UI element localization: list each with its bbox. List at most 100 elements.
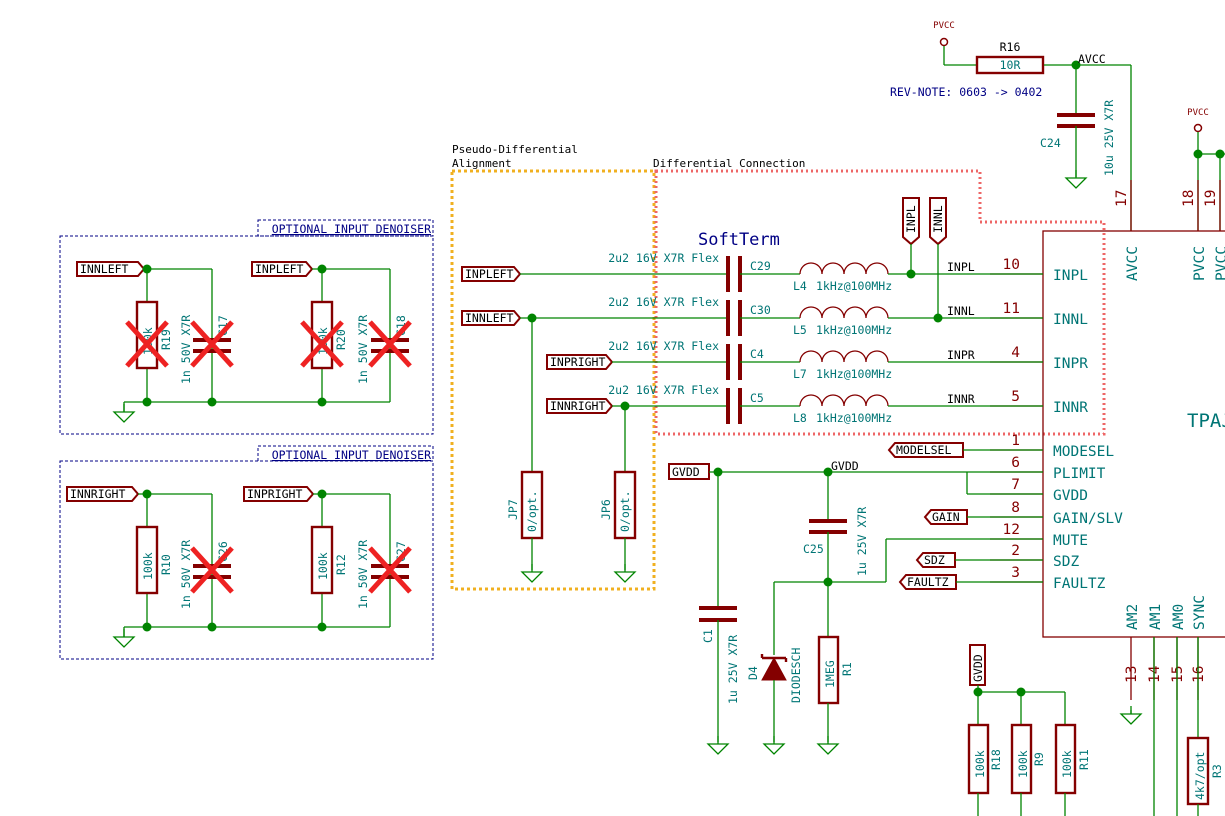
- ic-pin-5-number: 5: [1011, 389, 1020, 405]
- label-inpl-text: INPL: [904, 205, 918, 233]
- ic-pin-2-name: SDZ: [1053, 554, 1079, 570]
- ic-pin-6-name: PLIMIT: [1053, 466, 1106, 482]
- ic-pin-3-name: FAULTZ: [1053, 576, 1106, 592]
- ic-pin-12-name: MUTE: [1053, 533, 1088, 549]
- R11: 100k R11: [1054, 723, 1091, 816]
- R12-ref: R12: [334, 554, 348, 575]
- denoiser-title-2: OPTIONAL INPUT DENOISER: [272, 448, 431, 462]
- R3: 4k7/opt R3: [1186, 736, 1224, 816]
- D4-value: DIODESCH: [789, 648, 803, 703]
- denoiser-title-1: OPTIONAL INPUT DENOISER: [272, 222, 431, 236]
- R18-value: 100k: [973, 750, 987, 778]
- ic-pin-8-number: 8: [1011, 500, 1020, 516]
- C29-ref: C29: [750, 259, 771, 273]
- L8-ref: L8: [793, 411, 807, 425]
- R12: 100k R12: [310, 525, 348, 595]
- diff-frame: Differential Connection: [653, 157, 1106, 436]
- label-inpleft-mid-text: INPLEFT: [465, 267, 514, 281]
- R16: R16 10R: [975, 40, 1045, 75]
- ic-pin-5-name: INNR: [1053, 400, 1088, 416]
- C4-value: 2u2 16V X7R Flex: [608, 339, 719, 353]
- label-inpright-d2: [243, 486, 315, 502]
- gvdd-label: GVDD: [668, 463, 710, 480]
- R12-value: 100k: [316, 552, 330, 580]
- JP7-value: 0/opt.: [525, 490, 539, 532]
- ic-pin-12-number: 12: [1003, 522, 1020, 538]
- label-innleft-mid: INNLEFT: [461, 310, 522, 326]
- L7-value: 1kHz@100MHz: [816, 367, 892, 381]
- ic-name: TPAJ: [1187, 410, 1225, 432]
- C30-ref: C30: [750, 303, 771, 317]
- C25-value: 1u 25V X7R: [855, 507, 869, 576]
- ic-pin-1-number: 1: [1011, 433, 1020, 449]
- R18-ref: R18: [989, 749, 1003, 770]
- avcc-net-label: AVCC: [1078, 52, 1106, 66]
- label-modelsel-text: MODELSEL: [896, 443, 951, 457]
- pvcc-text-2: PVCC: [1187, 108, 1209, 118]
- ic-pin-6-number: 6: [1011, 455, 1020, 471]
- ic-pin-2-number: 2: [1011, 543, 1020, 559]
- R16-value: 10R: [1000, 58, 1021, 72]
- D4: D4 DIODESCH: [746, 648, 803, 755]
- ic-pin-14-number: 14: [1147, 665, 1163, 683]
- label-innleft-d1-text: INNLEFT: [80, 262, 129, 276]
- C25-ref: C25: [803, 542, 824, 556]
- label-inpl-vert: INPL: [902, 197, 920, 279]
- R1: 1MEG R1: [817, 635, 854, 755]
- net-innr: INNR: [947, 392, 975, 406]
- label-innright-mid: INNRIGHT: [546, 398, 614, 414]
- R3-value: 4k7/opt: [1193, 752, 1207, 800]
- label-gain-text: GAIN: [932, 510, 960, 524]
- label-innl-text: INNL: [931, 205, 945, 233]
- ic-pin-17-number: 17: [1114, 190, 1130, 207]
- ic-pin-11-name: INNL: [1053, 312, 1088, 328]
- label-innleft-d1: [76, 261, 146, 277]
- C5-ref: C5: [750, 391, 764, 405]
- R19: 100k R19: [125, 300, 173, 370]
- ic-pin-10-number: 10: [1003, 257, 1020, 273]
- R11-ref: R11: [1077, 749, 1091, 770]
- pvcc-symbol-2: PVCC: [1187, 108, 1225, 231]
- JP6-value: 0/opt.: [618, 490, 632, 532]
- denoiser-frame-1: OPTIONAL INPUT DENOISER: [59, 219, 434, 435]
- C17: 1n 50V X7R C17: [179, 315, 234, 384]
- C26: 1n 50V X7R C26: [179, 540, 234, 609]
- label-faultz-text: FAULTZ: [907, 575, 949, 589]
- C29-value: 2u2 16V X7R Flex: [608, 251, 719, 265]
- ic-pin-4-name: INPR: [1053, 356, 1088, 372]
- R20: 100k R20: [300, 300, 348, 370]
- net-inpl: INPL: [947, 260, 975, 274]
- denoiser-1-circuit: INNLEFT INPLEFT 100k R19 1n 50V X7R C17: [76, 261, 412, 423]
- C5-value: 2u2 16V X7R Flex: [608, 383, 719, 397]
- ic-pin-11-number: 11: [1003, 301, 1020, 317]
- C17-value: 1n 50V X7R: [179, 315, 193, 384]
- ic-pin-15-number: 15: [1170, 666, 1186, 683]
- C26-value: 1n 50V X7R: [179, 540, 193, 609]
- ic-pin-18-name: PVCC: [1192, 246, 1208, 281]
- R18: 100k R18: [967, 723, 1003, 816]
- label-inpleft-d1: [251, 261, 314, 277]
- label-innl-vert: INNL: [929, 197, 947, 323]
- gvdd-label-text: GVDD: [672, 465, 700, 479]
- label-innright-d2-text: INNRIGHT: [70, 487, 125, 501]
- L4-value: 1kHz@100MHz: [816, 279, 892, 293]
- label-sdz: SDZ: [915, 552, 1043, 568]
- L4-ref: L4: [793, 279, 807, 293]
- label-sdz-text: SDZ: [924, 553, 945, 567]
- R3-ref: R3: [1210, 764, 1224, 778]
- pseudo-diff-frame: Pseudo-Differential Alignment: [450, 143, 656, 591]
- R1-value: 1MEG: [823, 660, 837, 688]
- ic-pin-13-number: 13: [1124, 666, 1140, 683]
- label-innleft-mid-text: INNLEFT: [465, 311, 514, 325]
- D4-ref: D4: [746, 666, 760, 680]
- C24-ref: C24: [1040, 136, 1061, 150]
- R16-ref: R16: [1000, 40, 1021, 54]
- R1-ref: R1: [840, 662, 854, 676]
